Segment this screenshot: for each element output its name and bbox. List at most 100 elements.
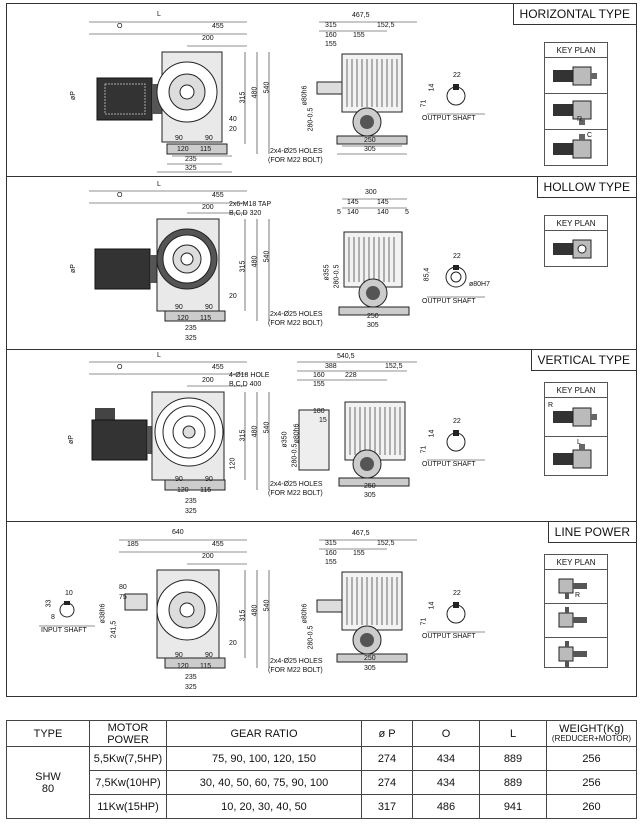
hole-note: 4-Ø18 HOLE (229, 372, 270, 379)
dim-side-140a: 140 (347, 209, 359, 216)
dim-front-120v: 120 (229, 457, 237, 470)
dim-side-305: 305 (367, 322, 379, 329)
dim-side-80h6: ø80h6 (301, 85, 309, 106)
dim-side-305: 305 (364, 665, 376, 672)
keyplan-title: KEY PLAN (545, 43, 607, 58)
dim-front-20: 20 (229, 293, 237, 300)
dim-front-455: 455 (212, 23, 224, 30)
keyplan-label-c: C (587, 132, 593, 139)
dim-side-160: 160 (325, 32, 337, 39)
holes-note: 2x4-Ø25 HOLES (270, 658, 323, 665)
cell-weight: 256 (546, 770, 637, 795)
dim-side-155b: 155 (325, 559, 337, 566)
dim-front-120: 120 (177, 663, 189, 670)
cell-p: 274 (361, 770, 413, 795)
dim-side-280: 280-0.5 (333, 264, 341, 289)
dim-front-480: 480 (251, 604, 259, 617)
bolt-note: (FOR M22 BOLT) (268, 490, 323, 497)
cell-type: SHW 80 (6, 746, 90, 819)
bcd-note: B,C,D 400 (229, 381, 262, 388)
dim-side-5b: 5 (405, 209, 409, 216)
dim-front-115: 115 (200, 663, 212, 670)
dim-side-300: 300 (365, 189, 377, 196)
dim-front-200: 200 (202, 377, 214, 384)
table-row: 7,5Kw(10HP) 30, 40, 50, 60, 75, 90, 100 … (7, 770, 637, 795)
horizontal-drawing (89, 21, 485, 173)
dim-side-155b: 155 (325, 41, 337, 48)
dim-side-388: 388 (325, 363, 337, 370)
dim-front-480: 480 (251, 255, 259, 268)
output-shaft-label: OUTPUT SHAFT (422, 461, 476, 468)
keyplan: KEY PLAN R L (544, 382, 608, 476)
cell-ratio: 30, 40, 50, 60, 75, 90, 100 (166, 770, 362, 795)
bcd-note: B,C,D 320 (229, 210, 262, 217)
type-size: 80 (41, 782, 55, 795)
dim-front-20: 20 (229, 126, 237, 133)
dim-side-145b: 145 (377, 199, 389, 206)
panel-vertical-type: VERTICAL TYPE L O 455 200 4-Ø18 HOLE B,C… (7, 350, 636, 522)
dim-front-90a: 90 (175, 135, 183, 142)
keyplan: KEY PLAN R (544, 554, 608, 668)
header-l: L (479, 720, 547, 747)
dim-side-5a: 5 (337, 209, 341, 216)
keyplan-cell-c: C (545, 130, 607, 165)
dim-front-200: 200 (202, 553, 214, 560)
cell-o: 434 (412, 770, 480, 795)
header-type: TYPE (6, 720, 90, 747)
cell-p: 274 (361, 746, 413, 771)
dim-front-200: 200 (202, 204, 214, 211)
cell-p: 317 (361, 794, 413, 819)
header-p: ø P (361, 720, 413, 747)
dim-front-325: 325 (185, 508, 197, 515)
bolt-note: (FOR M22 BOLT) (268, 667, 323, 674)
dim-front-90b: 90 (205, 135, 213, 142)
keyplan-cell-l: L (545, 437, 607, 475)
dim-side-4675: 467,5 (352, 12, 370, 19)
dim-front-120: 120 (177, 146, 189, 153)
shaft-dim-80h7: ø80H7 (469, 281, 491, 288)
shaft-dim-71: 71 (420, 99, 428, 108)
dim-side-250: 250 (364, 483, 376, 490)
input-dim-8: 8 (51, 614, 55, 621)
input-shaft-label: INPUT SHAFT (41, 627, 87, 634)
dim-side-5405: 540,5 (337, 353, 355, 360)
drawing-sheet: HORIZONTAL TYPE L O 455 200 øP 315 480 5… (6, 3, 637, 697)
shaft-dim-71: 71 (420, 617, 428, 626)
dim-side-15: 15 (319, 417, 327, 424)
table-header-row: TYPE MOTOR POWER GEAR RATIO ø P O L WEIG… (6, 720, 637, 747)
dim-front-325: 325 (185, 165, 197, 172)
dim-front-325: 325 (185, 335, 197, 342)
header-motor-power: MOTOR POWER (89, 720, 167, 747)
panel-title: HOLLOW TYPE (536, 177, 636, 198)
dim-front-455: 455 (212, 192, 224, 199)
panel-title: LINE POWER (547, 522, 636, 543)
output-shaft-label: OUTPUT SHAFT (422, 633, 476, 640)
input-dim-10: 10 (65, 590, 73, 597)
dim-front-20: 20 (229, 640, 237, 647)
dim-front-200: 200 (202, 35, 214, 42)
bolt-note: (FOR M22 BOLT) (268, 320, 323, 327)
dim-front-120: 120 (177, 487, 189, 494)
shaft-dim-22: 22 (453, 590, 461, 597)
dim-side-145a: 145 (347, 199, 359, 206)
dim-front-480: 480 (251, 425, 259, 438)
input-dim-33: 33 (45, 599, 53, 608)
dim-side-160: 160 (325, 550, 337, 557)
panel-line-power: LINE POWER 640 185 455 200 80 75 ø38h6 2… (7, 522, 636, 697)
dim-front-O: O (117, 192, 123, 199)
dim-front-40: 40 (229, 116, 237, 123)
dim-front-115: 115 (200, 315, 212, 322)
dim-front-2415: 241,5 (110, 620, 118, 639)
holes-note: 2x4-Ø25 HOLES (270, 481, 323, 488)
keyplan-cell (545, 58, 607, 94)
keyplan: KEY PLAN R C (544, 42, 608, 166)
keyplan-cell (545, 604, 607, 638)
dim-front-315: 315 (239, 260, 247, 273)
dim-front-p: øP (69, 264, 77, 273)
dim-front-38h6: ø38h6 (99, 603, 107, 624)
dim-front-540: 540 (263, 599, 271, 612)
dim-side-280: 280-0.5 (307, 107, 315, 132)
holes-note: 2x4-Ø25 HOLES (270, 148, 323, 155)
dim-front-455: 455 (212, 364, 224, 371)
dim-front-235: 235 (185, 498, 197, 505)
